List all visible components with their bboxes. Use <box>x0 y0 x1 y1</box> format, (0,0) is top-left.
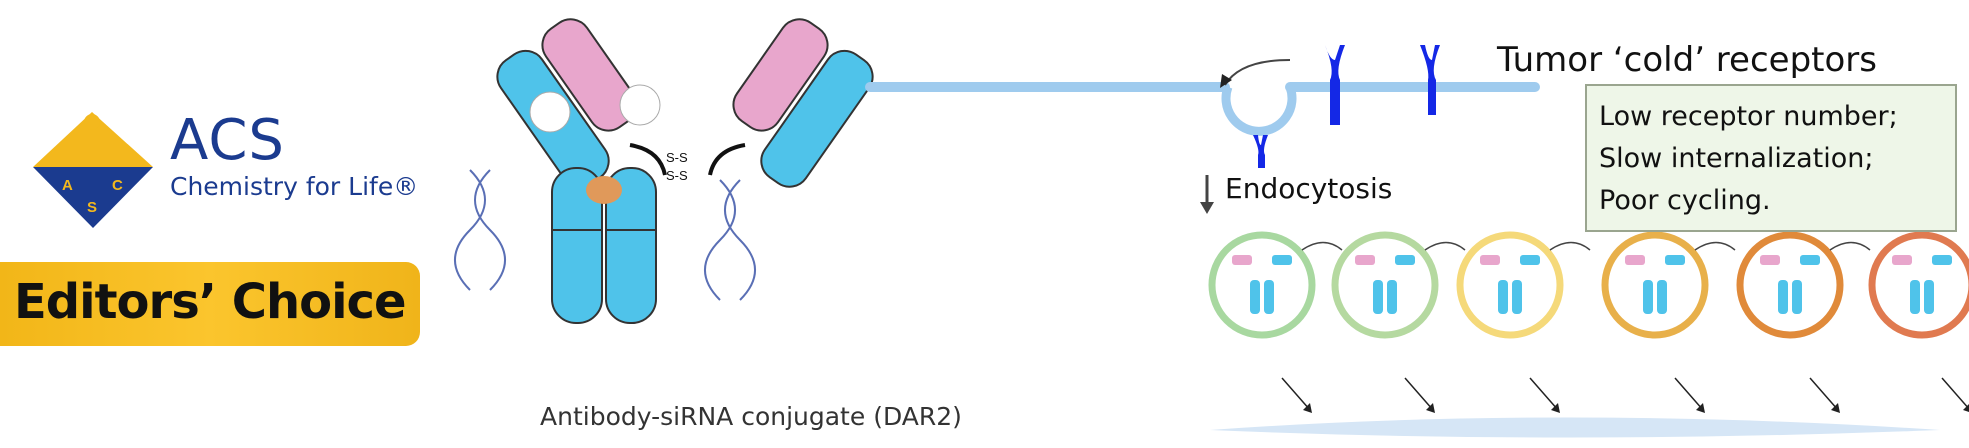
release-arrowhead <box>1963 404 1969 412</box>
acs-logo-emblem: A C S <box>33 112 153 228</box>
logo-letter-a: A <box>62 177 73 194</box>
antibody-mini <box>1910 280 1920 314</box>
endosome <box>1208 231 1316 339</box>
antibody-mini <box>1373 280 1383 314</box>
release-arrowhead <box>1551 403 1560 413</box>
acs-logo-title: ACS <box>170 108 285 173</box>
release-arrow <box>1404 377 1434 411</box>
antibody-mini <box>1250 280 1260 314</box>
antibody-mini <box>1395 255 1415 265</box>
logo-letter-c: C <box>112 177 123 194</box>
release-arrow <box>1281 377 1311 411</box>
release-arrowhead <box>1831 403 1840 413</box>
editors-choice-badge: Editors’ Choice <box>0 262 420 346</box>
release-arrowhead <box>1696 403 1705 413</box>
antibody-mini <box>1932 255 1952 265</box>
endocytosis-arrow <box>1200 175 1214 214</box>
badge-label: Editors’ Choice <box>14 274 407 330</box>
antibody-mini <box>1232 255 1252 265</box>
transition-arrow <box>1694 241 1736 251</box>
antibody-mini <box>1272 255 1292 265</box>
antibody-mini <box>1625 255 1645 265</box>
transition-arrow <box>1549 241 1591 251</box>
antibody-mini <box>1892 255 1912 265</box>
receptor-icons <box>1253 45 1440 168</box>
antibody-caption: Antibody-siRNA conjugate (DAR2) <box>540 402 962 431</box>
antibody-mini <box>1480 255 1500 265</box>
cytosol-band <box>1210 417 1940 438</box>
disulfide-label: S-S <box>666 150 688 165</box>
antibody-mini <box>1760 255 1780 265</box>
release-arrow <box>1809 377 1839 411</box>
antibody-mini <box>1665 255 1685 265</box>
endosome <box>1456 231 1564 339</box>
endosome <box>1736 231 1844 339</box>
endosome <box>1601 231 1709 339</box>
endosome <box>1331 231 1439 339</box>
antibody-mini <box>1520 255 1540 265</box>
uptake-arrow <box>1224 59 1291 86</box>
transition-arrow <box>1301 241 1343 251</box>
disulfide-label-2: S-S <box>666 168 688 183</box>
antibody-illustration: S-S S-S <box>454 18 874 324</box>
problems-box: Low receptor number; Slow internalizatio… <box>1585 84 1957 232</box>
antibody-mini <box>1657 280 1667 314</box>
transition-arrow <box>1424 241 1466 251</box>
release-arrowhead <box>1426 403 1435 413</box>
problem-item: Slow internalization; <box>1599 143 1874 174</box>
antibody-mini <box>1924 280 1934 314</box>
release-arrowhead <box>1303 403 1312 413</box>
antibody-mini <box>1643 280 1653 314</box>
release-arrow <box>1674 377 1704 411</box>
release-arrow <box>1529 377 1559 411</box>
antibody-mini <box>1778 280 1788 314</box>
endosome-row <box>1208 231 1969 413</box>
release-arrow <box>1941 377 1969 410</box>
antibody-mini <box>1800 255 1820 265</box>
antibody-mini <box>1498 280 1508 314</box>
acs-logo-tagline: Chemistry for Life® <box>170 172 419 201</box>
logo-letter-s: S <box>87 199 97 216</box>
antibody-mini <box>1355 255 1375 265</box>
transition-arrow <box>1829 241 1871 251</box>
problem-item: Poor cycling. <box>1599 185 1771 216</box>
antibody-mini <box>1387 280 1397 314</box>
endocytosis-label: Endocytosis <box>1225 172 1393 205</box>
antibody-mini <box>1264 280 1274 314</box>
antibody-mini <box>1792 280 1802 314</box>
antibody-mini <box>1512 280 1522 314</box>
endosome <box>1868 231 1969 339</box>
receptor-title: Tumor ‘cold’ receptors <box>1497 40 1877 80</box>
problem-item: Low receptor number; <box>1599 101 1898 132</box>
